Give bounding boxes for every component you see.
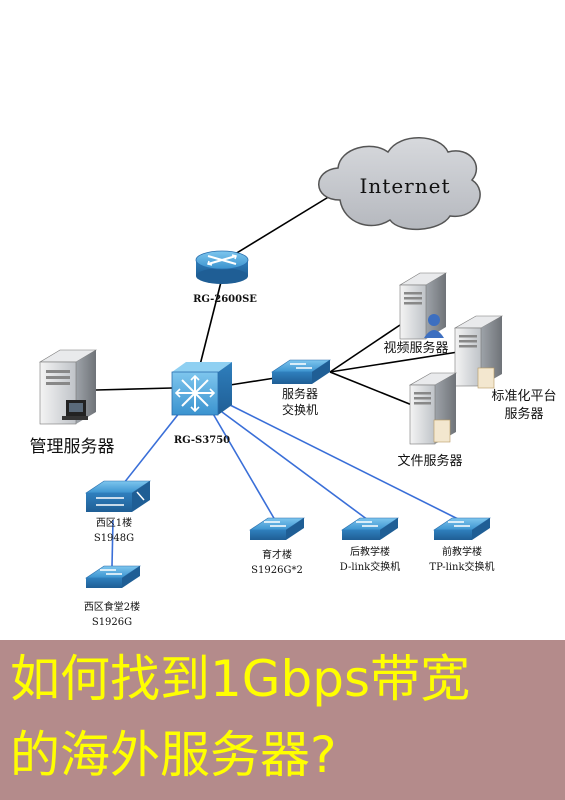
link-core-front [229,404,461,521]
mgmt-server-label: 管理服务器 [30,437,115,457]
server-switch-label-line1: 服务器 [282,386,318,401]
banner-title-line2: 的海外服务器? [10,726,337,784]
link-serverswitch-video [329,324,401,373]
yucai-switch-icon [249,517,305,540]
internet-cloud-icon: Internet [318,137,481,231]
link-serverswitch-file [329,371,413,406]
link-serverswitch-platform [329,351,459,373]
front-teaching-switch-icon [433,517,491,540]
link-core-serverswitch [229,377,276,386]
rear-teaching-label-line1: 后教学楼 [350,545,390,558]
link-core-rear [221,411,369,521]
file-server-label: 文件服务器 [397,453,462,469]
west-canteen-switch-icon [85,565,141,588]
rear-teaching-switch-icon [341,517,399,540]
network-diagram: Internet RG-2600SE RG-S3750 管理服务器 [30,137,557,628]
rear-teaching-label-line2: D-link交换机 [340,560,400,573]
platform-server-label-line1: 标准化平台 [491,389,556,404]
links [95,192,461,567]
link-west1-canteen [111,519,114,567]
west1-label-line2: S1948G [94,533,134,544]
router-label: RG-2600SE [193,294,257,305]
platform-server-label-line2: 服务器 [504,406,543,422]
video-server-label: 视频服务器 [383,340,448,356]
west-canteen-label-line2: S1926G [92,617,132,628]
link-core-west1 [119,411,181,489]
banner-title-line1: 如何找到1Gbps带宽 [10,650,471,708]
west1-switch-icon [85,480,151,512]
link-router-internet [221,192,336,263]
file-server-icon [408,372,458,445]
link-mgmt-core [95,387,173,391]
video-server-icon [398,272,448,340]
core-switch-icon [171,362,232,416]
front-teaching-label-line1: 前教学楼 [442,545,482,558]
link-core-yucai [211,411,276,521]
cloud-label: Internet [360,174,451,198]
management-server-icon [38,349,98,425]
front-teaching-label-line2: TP-link交换机 [429,560,494,573]
server-switch-label-line2: 交换机 [282,402,318,417]
west-canteen-label-line1: 西区食堂2楼 [84,600,140,613]
yucai-label-line1: 育才楼 [262,548,292,561]
link-router-core [199,277,223,366]
yucai-label-line2: S1926G*2 [251,565,303,576]
title-banner: 如何找到1Gbps带宽 的海外服务器? [0,640,565,800]
west1-label-line1: 西区1楼 [96,516,132,529]
server-switch-icon [271,359,331,384]
platform-server-icon [453,315,504,389]
router-icon [195,250,249,284]
core-switch-label: RG-S3750 [174,435,230,446]
